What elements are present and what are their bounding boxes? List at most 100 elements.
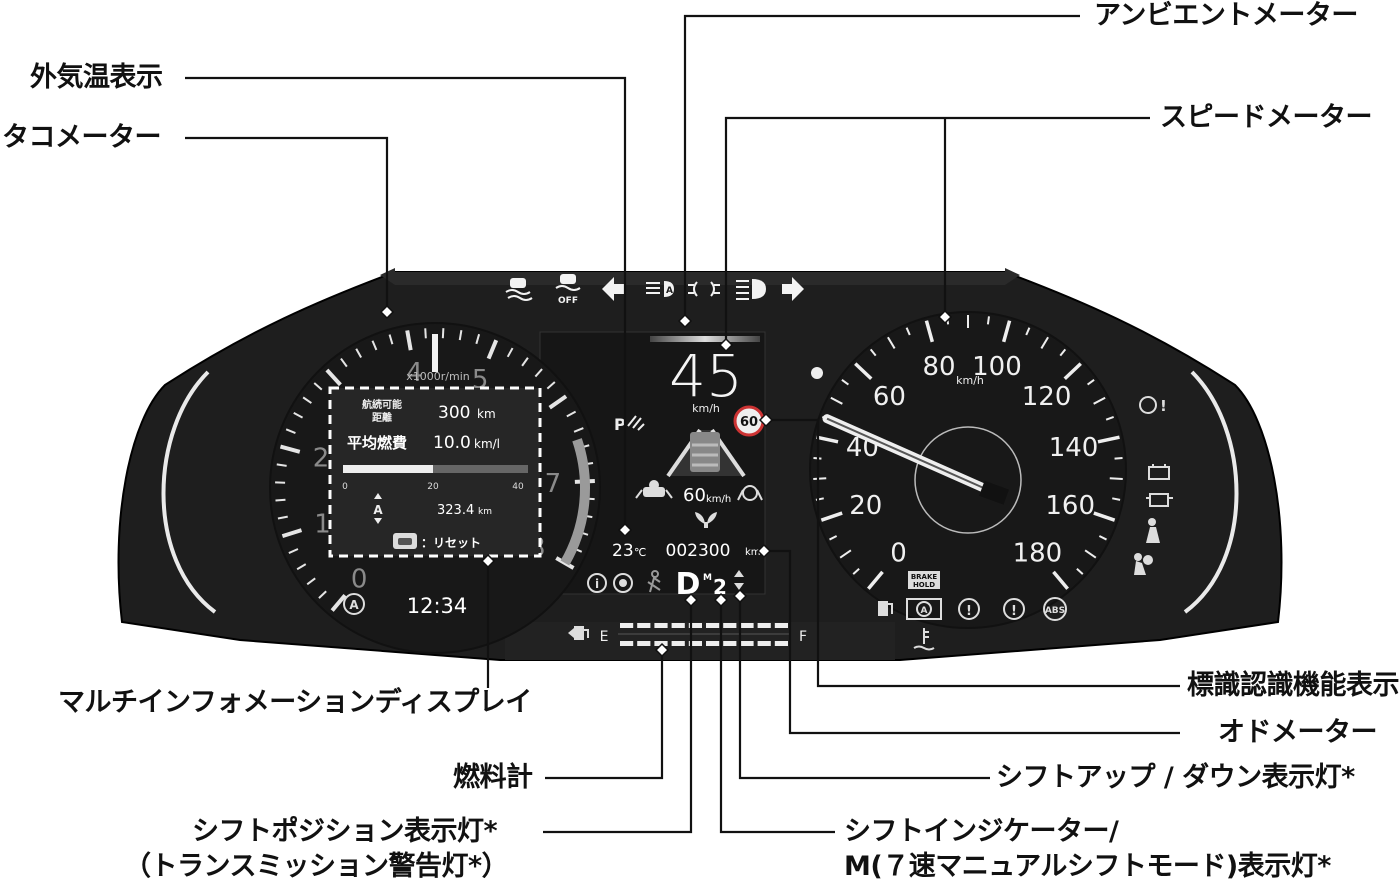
ambient-meter-bar xyxy=(650,336,760,342)
speedometer-inner-ring xyxy=(914,426,1022,534)
speedometer-major-tick xyxy=(924,320,935,343)
tpms-icon: ! xyxy=(1139,396,1167,415)
speed-sign-value: 60 xyxy=(740,415,758,430)
acc-unit: km/h xyxy=(706,494,731,505)
auto-high-beam-icon: A xyxy=(646,281,674,297)
tachometer-label: 4 xyxy=(406,358,423,388)
callout-shift-position-line2: （トランスミッション警告灯*） xyxy=(124,851,509,882)
range-value: 300 xyxy=(438,403,470,423)
tachometer-minor-tick xyxy=(475,333,481,345)
fuel-segment xyxy=(688,641,702,646)
speedometer-minor-tick xyxy=(1098,535,1107,541)
tachometer-major-tick xyxy=(281,528,303,539)
tachometer-minor-tick xyxy=(534,368,543,378)
reset-label: ：リセット xyxy=(421,536,481,550)
speedometer-major-tick xyxy=(854,362,873,381)
tachometer-minor-tick xyxy=(275,498,286,502)
speedometer-label: 80 xyxy=(922,352,955,382)
speedometer-major-tick xyxy=(1063,362,1082,381)
tachometer-minor-tick xyxy=(566,410,577,418)
fuel-segments xyxy=(618,623,790,646)
speedometer-minor-tick xyxy=(986,316,990,325)
svg-text:!: ! xyxy=(1011,604,1017,619)
multi-info-display: 航続可能 距離 300 km 平均燃費 10.0 km/l 0 20 40 A … xyxy=(328,386,542,558)
tachometer-redzone xyxy=(560,438,590,566)
speedometer-label: 180 xyxy=(1013,539,1063,569)
tachometer-minor-tick xyxy=(306,577,316,586)
vsa-off-label: OFF xyxy=(558,296,578,306)
outside-temp-value: 23 xyxy=(612,541,634,561)
speedometer-minor-tick xyxy=(1025,327,1031,336)
trip-unit: km xyxy=(478,507,492,517)
fuel-bar-fill xyxy=(343,465,433,473)
fuel-pump-icon xyxy=(568,626,589,640)
position-light-icon xyxy=(688,281,720,297)
callout-shift-position-line1: シフトポジション表示灯* xyxy=(192,816,498,847)
speedometer-minor-tick xyxy=(813,477,827,481)
tachometer-unit: x1000r/min xyxy=(406,370,470,383)
speed-sign-icon: 60 xyxy=(733,405,765,437)
callout-shift-indicator-line1: シフトインジケーター/ xyxy=(844,816,1119,847)
fuel-segment xyxy=(774,641,788,646)
svg-text:A: A xyxy=(666,286,673,296)
tachometer-minor-tick xyxy=(355,348,363,358)
svg-text:i: i xyxy=(595,577,599,591)
callout-tachometer: タコメーター xyxy=(2,122,162,153)
fuel-segment xyxy=(654,623,668,628)
abs-label: ABS xyxy=(1045,606,1065,616)
range-unit: km xyxy=(477,407,496,421)
bar-tick-20: 20 xyxy=(427,482,439,492)
tachometer-major-tick xyxy=(325,368,342,387)
tachometer-minor-tick xyxy=(521,357,529,367)
speedometer-minor-tick xyxy=(852,568,860,575)
srs-airbag-icon xyxy=(1134,553,1153,575)
indicator-dot xyxy=(811,367,823,379)
tachometer-major-tick xyxy=(279,444,301,454)
gear-mode: M xyxy=(703,573,712,583)
tachometer-minor-tick xyxy=(441,328,445,339)
tachometer-minor-tick xyxy=(277,515,288,520)
fuel-full-label: F xyxy=(799,629,807,645)
speedometer-minor-tick xyxy=(841,379,849,386)
tachometer-minor-tick xyxy=(424,328,427,339)
leader-dots xyxy=(379,304,953,658)
tachometer-minor-tick xyxy=(276,463,287,467)
speedometer-major-tick xyxy=(1052,570,1069,590)
speedometer-minor-tick xyxy=(887,336,896,349)
transmission-icon xyxy=(613,573,633,593)
speedometer-minor-tick xyxy=(839,549,852,559)
callout-shift-indicator-line2: M(７速マニュアルシフトモード)表示灯* xyxy=(844,851,1331,882)
speedometer-minor-tick xyxy=(829,535,838,541)
fuel-segment xyxy=(620,623,634,628)
tachometer-major-tick xyxy=(330,593,347,612)
bar-tick-40: 40 xyxy=(512,482,524,492)
auto-idle-icon: A xyxy=(343,593,365,615)
speedometer-major-tick xyxy=(1001,320,1012,343)
parking-brake-auto-icon: A xyxy=(906,598,942,620)
speedometer-label: 160 xyxy=(1045,491,1095,521)
fuel-bar-track xyxy=(343,465,528,473)
left-ambient-bar xyxy=(161,370,217,614)
tachometer-major-tick xyxy=(486,339,499,360)
fuel-segment xyxy=(740,641,754,646)
tachometer-minor-tick xyxy=(288,548,299,554)
callout-ambient-meter: アンビエントメーター xyxy=(1094,0,1358,31)
range-label-line1: 航続可能 xyxy=(362,398,402,411)
brake-hold-icon xyxy=(908,571,940,589)
engine-check-icon xyxy=(1146,493,1173,507)
fuel-segment xyxy=(706,623,720,628)
callout-shift-up-down: シフトアップ / ダウン表示灯* xyxy=(996,762,1355,793)
speedometer-label: 60 xyxy=(873,382,906,412)
seatbelt-passenger-icon xyxy=(647,570,661,593)
range-label-line2: 距離 xyxy=(372,411,392,424)
tachometer-label: 1 xyxy=(314,509,331,539)
tachometer-major-tick xyxy=(405,330,413,351)
avg-fuel-label: 平均燃費 xyxy=(347,434,407,452)
speedometer-major-tick xyxy=(820,511,843,522)
fuel-segment xyxy=(637,623,651,628)
low-fuel-icon xyxy=(878,601,893,616)
callout-sign-recognition: 標識認識機能表示 xyxy=(1187,670,1400,701)
speedometer-minor-tick xyxy=(830,396,843,405)
top-telltales: OFF A xyxy=(505,274,804,306)
fuel-segment xyxy=(740,623,754,628)
